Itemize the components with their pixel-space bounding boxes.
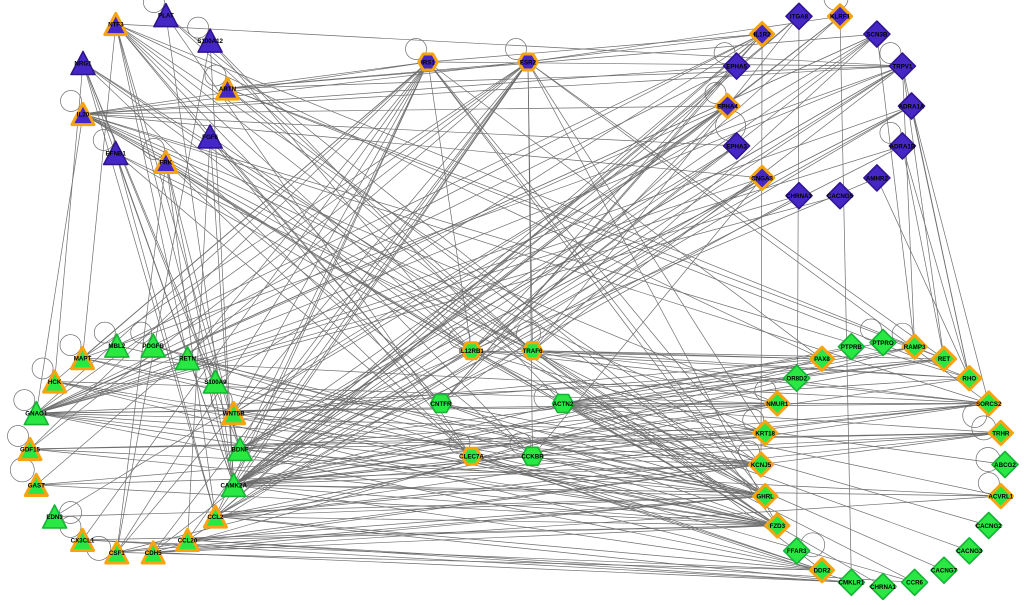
svg-text:RAMP3: RAMP3 [904,344,926,351]
svg-text:GNAO1: GNAO1 [25,411,48,418]
svg-text:NTF3: NTF3 [108,21,124,28]
svg-text:ACTN2: ACTN2 [553,401,574,408]
svg-text:EFNB1: EFNB1 [106,150,127,157]
svg-text:CACNG7: CACNG7 [931,568,958,575]
svg-text:CACNG5: CACNG5 [827,193,854,200]
svg-text:NRG1: NRG1 [74,60,92,67]
svg-text:AMHR2: AMHR2 [866,175,889,182]
svg-text:CCL2: CCL2 [207,514,224,521]
svg-text:CDH5: CDH5 [145,550,162,557]
svg-text:TRAF6: TRAF6 [523,348,543,355]
svg-text:DDR2: DDR2 [814,568,831,575]
svg-text:TRHR: TRHR [992,430,1010,437]
svg-text:SCN3B: SCN3B [866,32,888,39]
svg-text:EDN3: EDN3 [46,514,63,521]
svg-text:IL20: IL20 [77,111,90,118]
svg-text:ADRA1B: ADRA1B [890,143,916,150]
svg-text:PDGFB: PDGFB [142,343,164,350]
svg-text:CHRNA3: CHRNA3 [786,193,812,200]
svg-text:EPHA3: EPHA3 [726,143,747,150]
svg-text:PTPRB: PTPRB [841,344,863,351]
svg-text:OR8D2: OR8D2 [786,376,807,383]
svg-text:CCL20: CCL20 [178,537,198,544]
svg-text:IL1R2: IL1R2 [754,32,771,39]
svg-text:NMUR1: NMUR1 [766,401,789,408]
svg-text:ARTN: ARTN [219,86,237,93]
svg-text:CX3CL1: CX3CL1 [71,537,95,544]
svg-text:KRT18: KRT18 [755,430,775,437]
svg-text:CSF1: CSF1 [109,550,125,557]
svg-text:KCNJ5: KCNJ5 [751,462,772,469]
svg-text:FRK: FRK [160,159,173,166]
svg-text:BDNF: BDNF [231,446,248,453]
svg-text:PTPRO: PTPRO [872,340,894,347]
svg-text:IRS1: IRS1 [421,59,435,66]
svg-text:CNTFR: CNTFR [431,401,452,408]
svg-text:CCR6: CCR6 [906,580,923,587]
svg-text:IL12RB1: IL12RB1 [459,348,484,355]
svg-text:GDF15: GDF15 [20,446,41,453]
svg-text:S100A9: S100A9 [204,379,227,386]
svg-text:CMKLR1: CMKLR1 [839,580,865,587]
svg-text:CNGA3: CNGA3 [751,175,773,182]
svg-text:FGF6: FGF6 [202,134,218,141]
svg-text:CACNG3: CACNG3 [956,548,983,555]
svg-text:HCK: HCK [48,379,62,386]
svg-text:ESR2: ESR2 [520,59,537,66]
svg-text:CAMK2A: CAMK2A [220,482,247,489]
svg-text:SORCS2: SORCS2 [976,401,1002,408]
svg-text:GAST: GAST [28,482,45,489]
svg-text:PAX8: PAX8 [814,356,830,363]
svg-text:CHRNA1: CHRNA1 [870,584,896,591]
svg-text:ADRA1A: ADRA1A [899,103,925,110]
svg-text:RHO: RHO [962,376,976,383]
svg-text:PLAT: PLAT [158,13,174,20]
svg-text:ABCG2: ABCG2 [994,462,1016,469]
svg-text:FFAR3: FFAR3 [787,548,807,555]
svg-text:CCKBR: CCKBR [521,454,544,461]
svg-text:MBL2: MBL2 [108,343,125,350]
svg-text:ACVRL1: ACVRL1 [988,494,1013,501]
svg-text:TRPV1: TRPV1 [892,64,913,71]
svg-text:CLEC7A: CLEC7A [459,454,484,461]
svg-text:GHRL: GHRL [756,494,774,501]
svg-text:RET: RET [938,356,951,363]
svg-text:S100A12: S100A12 [197,38,223,45]
svg-text:RETN: RETN [179,356,196,363]
svg-text:WNT5B: WNT5B [223,411,246,418]
svg-text:EPHA4: EPHA4 [717,103,738,110]
svg-text:CACNG2: CACNG2 [976,523,1003,530]
svg-text:ITGA8: ITGA8 [790,14,809,21]
svg-text:KLRF1: KLRF1 [830,14,850,21]
svg-text:EPHA5: EPHA5 [726,64,747,71]
svg-text:MAPT: MAPT [74,356,92,363]
svg-text:FZD3: FZD3 [770,523,786,530]
